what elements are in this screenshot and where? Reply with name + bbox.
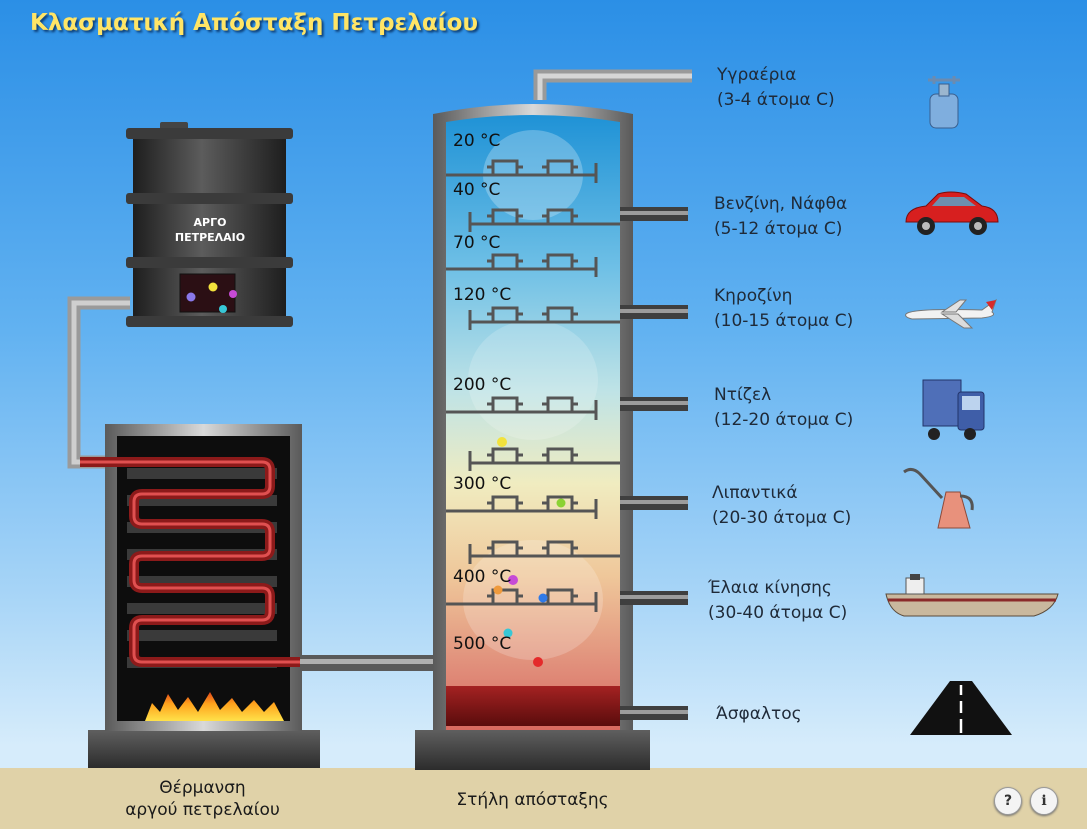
fraction-carbons: (10-15 άτομα C) xyxy=(714,311,854,331)
truck-icon xyxy=(922,379,985,440)
oil-can-icon xyxy=(903,467,974,529)
fraction-label: Υγραέρια (3-4 άτομα C) xyxy=(717,63,835,113)
temp-label: 500 °C xyxy=(453,634,512,654)
column-trays xyxy=(446,159,620,612)
tray xyxy=(468,306,620,330)
fraction-label: Άσφαλτος xyxy=(716,702,802,727)
tray xyxy=(468,208,620,232)
fraction-name: Έλαια κίνησης xyxy=(708,578,832,598)
outlet-pipe xyxy=(620,397,688,411)
fraction-name: Ντίζελ xyxy=(714,385,772,405)
barrel-label-line: ΠΕΤΡΕΛΑΙΟ xyxy=(174,231,246,244)
info-button[interactable]: i xyxy=(1030,787,1058,815)
barrel-label: ΑΡΓΟ ΠΕΤΡΕΛΑΙΟ xyxy=(150,215,270,245)
outlet-pipe xyxy=(620,706,688,720)
transfer-pipe xyxy=(300,655,440,671)
tray xyxy=(446,495,598,519)
temp-label: 20 °C xyxy=(453,131,501,151)
fraction-label: Λιπαντικά (20-30 άτομα C) xyxy=(712,481,851,531)
heater-caption: Θέρμανση αργού πετρελαίου xyxy=(100,777,305,821)
molecules xyxy=(493,437,566,667)
side-outlet-pipes xyxy=(620,207,688,720)
tray xyxy=(446,159,598,183)
temp-label: 120 °C xyxy=(453,285,512,305)
heater-caption-line: αργού πετρελαίου xyxy=(125,800,280,820)
airplane-icon xyxy=(905,298,997,329)
temp-label: 300 °C xyxy=(453,474,512,494)
barrel-label-line: ΑΡΓΟ xyxy=(193,216,227,229)
fraction-carbons: (30-40 άτομα C) xyxy=(708,603,848,623)
fraction-name: Λιπαντικά xyxy=(712,483,798,503)
fraction-carbons: (3-4 άτομα C) xyxy=(717,90,835,110)
gas-canister-icon xyxy=(928,76,960,129)
temp-label: 400 °C xyxy=(453,567,512,587)
fraction-label: Έλαια κίνησης (30-40 άτομα C) xyxy=(708,576,847,626)
crude-oil-barrel xyxy=(126,122,293,327)
outlet-pipe xyxy=(620,305,688,319)
tray xyxy=(446,396,598,420)
fraction-name: Άσφαλτος xyxy=(716,704,802,724)
fraction-label: Κηροζίνη (10-15 άτομα C) xyxy=(714,284,853,334)
outlet-pipe xyxy=(620,496,688,510)
page-title: Κλασματική Απόσταξη Πετρελαίου xyxy=(30,10,478,36)
fraction-carbons: (12-20 άτομα C) xyxy=(714,410,854,430)
tray xyxy=(446,253,598,277)
fraction-name: Υγραέρια xyxy=(717,65,797,85)
temp-label: 40 °C xyxy=(453,180,501,200)
car-icon xyxy=(905,191,999,235)
tray xyxy=(468,540,620,564)
fraction-carbons: (5-12 άτομα C) xyxy=(714,219,843,239)
fraction-label: Βενζίνη, Νάφθα (5-12 άτομα C) xyxy=(714,192,847,242)
ship-icon xyxy=(885,574,1059,617)
temp-label: 70 °C xyxy=(453,233,501,253)
ground-strip xyxy=(0,768,1087,829)
temp-label: 200 °C xyxy=(453,375,512,395)
column-caption: Στήλη απόσταξης xyxy=(456,790,609,810)
heater-furnace xyxy=(80,424,320,768)
fraction-label: Ντίζελ (12-20 άτομα C) xyxy=(714,383,853,433)
tray xyxy=(468,447,620,471)
heater-caption-line: Θέρμανση xyxy=(159,778,246,798)
fraction-carbons: (20-30 άτομα C) xyxy=(712,508,852,528)
outlet-pipe xyxy=(620,207,688,221)
fraction-name: Κηροζίνη xyxy=(714,286,793,306)
road-icon xyxy=(910,681,1012,735)
fraction-name: Βενζίνη, Νάφθα xyxy=(714,194,848,214)
outlet-pipe xyxy=(620,591,688,605)
help-button[interactable]: ? xyxy=(994,787,1022,815)
